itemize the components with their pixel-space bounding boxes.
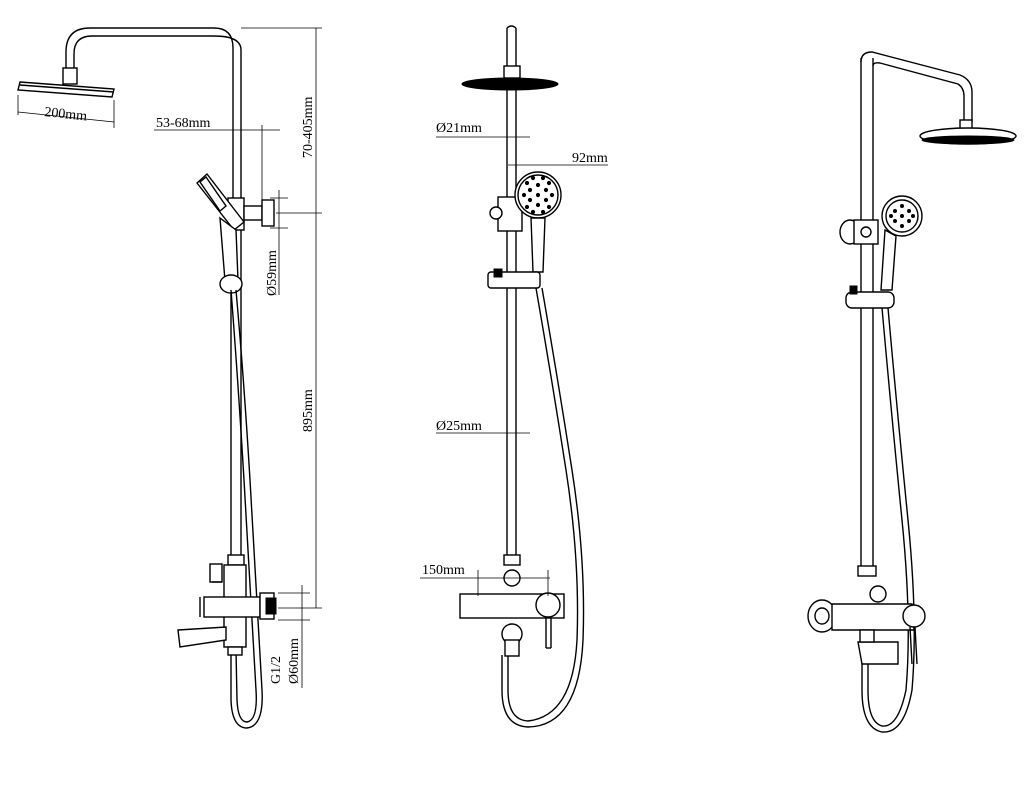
front-mixer — [459, 569, 565, 657]
upper-pipe-dia-label: Ø21mm — [436, 121, 482, 136]
handshower-width-label: 92mm — [572, 151, 608, 166]
persp-hose — [867, 307, 909, 727]
persp-slider — [845, 291, 895, 309]
front-hose — [507, 287, 579, 722]
valve-flange-label: Ø60mm — [287, 638, 302, 684]
side-mixer — [177, 563, 277, 656]
side-hose — [230, 289, 257, 723]
front-shower-head — [461, 65, 559, 91]
rail-height-label: 895mm — [301, 389, 316, 432]
mixer-centers-label: 150mm — [422, 563, 465, 578]
side-hand-shower — [196, 172, 245, 282]
side-view: 200mm 53-68mm 70-405mm Ø59mm 895mm G1/2 … — [17, 27, 322, 729]
front-dimensions — [420, 136, 608, 596]
head-width-label: 200mm — [44, 105, 88, 124]
persp-hand-shower — [880, 195, 923, 291]
arm-projection-label: 53-68mm — [156, 116, 211, 131]
persp-arm — [860, 51, 973, 122]
upper-height-label: 70-405mm — [301, 96, 316, 158]
side-wall-bracket — [261, 199, 275, 227]
bracket-dia-label: Ø59mm — [265, 250, 280, 296]
persp-mixer — [807, 585, 926, 665]
side-shower-head — [17, 67, 115, 98]
front-view: Ø21mm 92mm Ø25mm 150mm — [420, 25, 608, 728]
valve-thread-label: G1/2 — [269, 656, 284, 684]
side-dimensions — [17, 27, 322, 688]
rail-pipe-dia-label: Ø25mm — [436, 419, 482, 434]
side-upper-arm — [65, 27, 234, 198]
persp-shower-head — [919, 119, 1017, 145]
front-hand-shower — [514, 171, 562, 273]
perspective-view — [807, 51, 1017, 733]
persp-bracket — [839, 219, 879, 245]
